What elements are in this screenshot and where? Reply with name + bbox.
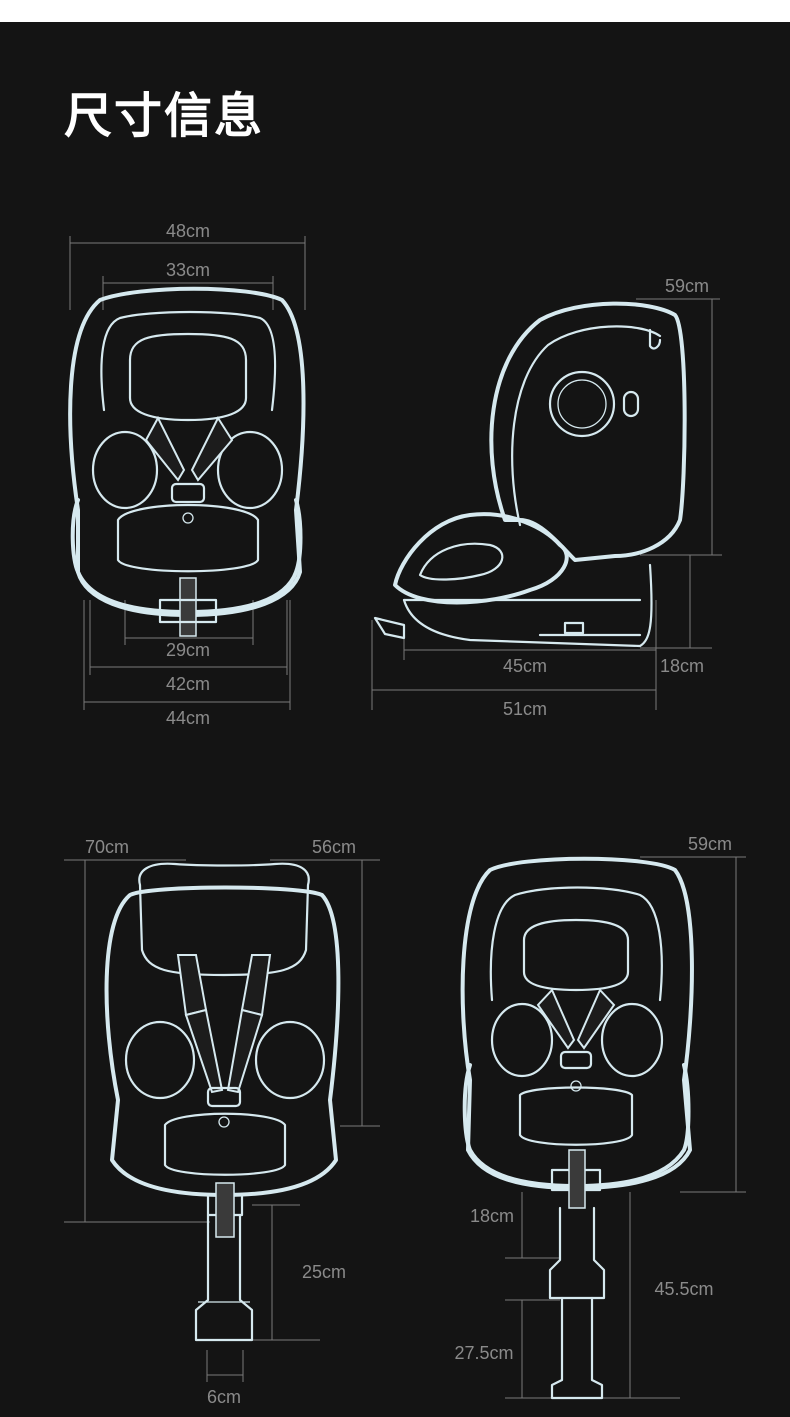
side-view: 59cm 45cm 18cm 51cm [371, 276, 722, 719]
front-dimension-lines [69, 236, 306, 710]
side-total-depth: 51cm [503, 699, 547, 719]
extended-dimension-lines [64, 859, 380, 1382]
front-view: 48cm 33cm 29cm 42cm 44cm [68, 221, 306, 728]
front-base-wide: 44cm [166, 708, 210, 728]
upright-leg-lower: 27.5cm [454, 1343, 513, 1363]
side-base-depth: 45cm [503, 656, 547, 676]
front-base-narrow: 29cm [166, 640, 210, 660]
side-dimension-lines [371, 298, 722, 710]
side-height: 59cm [665, 276, 709, 296]
front-seat-drawing [68, 286, 306, 637]
upright-height: 59cm [688, 834, 732, 854]
page-title: 尺寸信息 [64, 88, 265, 144]
upright-leg-upper: 18cm [470, 1206, 514, 1226]
upright-leg-total: 45.5cm [654, 1279, 713, 1299]
front-width-inner: 33cm [166, 260, 210, 280]
extended-leg-length: 25cm [302, 1262, 346, 1282]
extended-height-upper: 56cm [312, 837, 356, 857]
dimension-panel [0, 22, 790, 1417]
front-width-outer: 48cm [166, 221, 210, 241]
front-base-mid: 42cm [166, 674, 210, 694]
front-extended-view: 70cm 56cm 25cm 6cm [64, 837, 380, 1407]
front-upright-view: 59cm 18cm 45.5cm 27.5cm [454, 834, 746, 1400]
upright-seat-drawing [460, 856, 694, 1400]
side-seat-drawing [373, 301, 687, 648]
side-base-height: 18cm [660, 656, 704, 676]
extended-leg-width: 6cm [207, 1387, 241, 1407]
upright-dimension-lines [505, 856, 746, 1399]
extended-height-total: 70cm [85, 837, 129, 857]
extended-seat-drawing [104, 862, 341, 1342]
